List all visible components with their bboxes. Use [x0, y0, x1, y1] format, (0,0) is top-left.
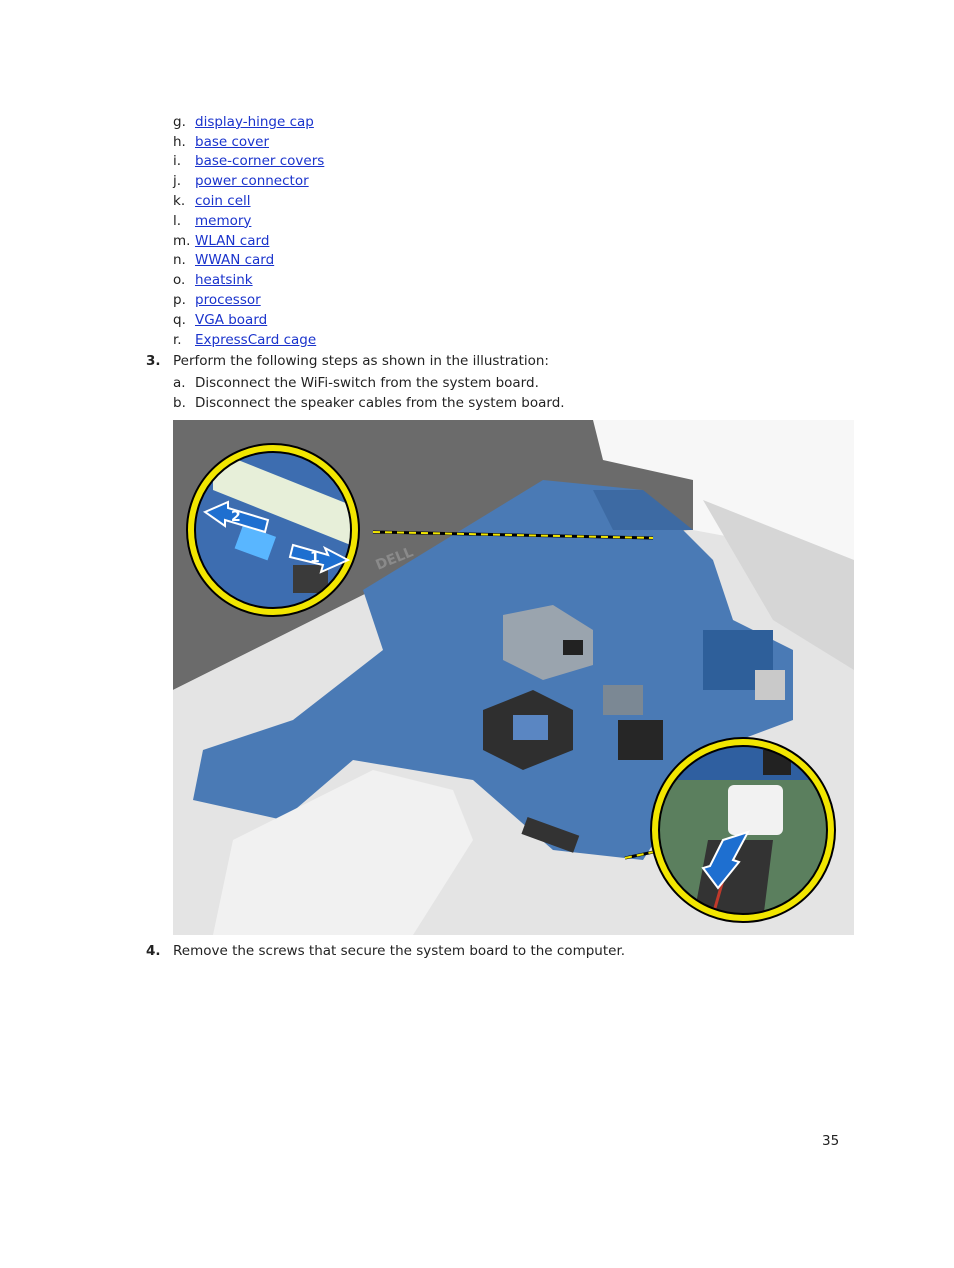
arrow-down — [701, 830, 751, 890]
list-letter: i. — [173, 153, 182, 170]
substep-a: a. Disconnect the WiFi-switch from the s… — [173, 375, 539, 391]
page-number: 35 — [822, 1133, 840, 1149]
link-processor[interactable]: processor — [195, 292, 261, 309]
link-wwan-card[interactable]: WWAN card — [195, 252, 275, 269]
leader-line-left-dash — [372, 531, 654, 539]
list-item: k. coin cell — [173, 191, 773, 211]
heatsink-plate — [503, 605, 593, 680]
expresscard-slot — [755, 670, 785, 700]
list-letter: r. — [173, 331, 182, 348]
palmrest — [213, 770, 473, 935]
link-base-cover[interactable]: base cover — [195, 133, 269, 150]
step-number: 4. — [146, 943, 161, 959]
chip — [563, 640, 583, 655]
link-coin-cell[interactable]: coin cell — [195, 193, 251, 210]
cable-tab — [234, 524, 277, 561]
link-display-hinge-cap[interactable]: display-hinge cap — [195, 113, 314, 130]
step-text: Perform the following steps as shown in … — [173, 353, 549, 369]
system-board — [193, 480, 793, 860]
list-letter: p. — [173, 292, 186, 309]
list-letter: q. — [173, 311, 186, 328]
callout-right — [650, 737, 836, 923]
substep-letter: a. — [173, 375, 186, 391]
list-letter: j. — [173, 173, 182, 190]
callout-left: 2 1 — [186, 443, 360, 617]
list-item: p. processor — [173, 290, 773, 310]
list-letter: g. — [173, 113, 186, 130]
step-number: 3. — [146, 353, 161, 369]
memory-slot — [521, 816, 580, 853]
list-item: j. power connector — [173, 171, 773, 191]
connector-housing — [728, 785, 783, 835]
arrow-2-label: 2 — [231, 509, 241, 525]
shield — [603, 685, 643, 715]
list-item: g. display-hinge cap — [173, 112, 773, 132]
arrow-2 — [202, 500, 270, 534]
list-letter: o. — [173, 272, 186, 289]
leader-line-right-dash — [624, 849, 664, 859]
chassis-corner — [703, 500, 854, 670]
io-board — [593, 490, 693, 530]
link-wlan-card[interactable]: WLAN card — [195, 232, 270, 249]
chip — [618, 720, 663, 760]
list-item: i. base-corner covers — [173, 152, 773, 172]
ribbon-cable — [213, 450, 355, 550]
substep-text: Disconnect the WiFi-switch from the syst… — [195, 375, 539, 391]
processor — [513, 715, 548, 740]
list-letter: n. — [173, 252, 186, 269]
list-letter: h. — [173, 133, 186, 150]
list-item: m.WLAN card — [173, 231, 773, 251]
system-board-illustration: DELL 2 1 — [173, 420, 854, 935]
link-vga-board[interactable]: VGA board — [195, 311, 268, 328]
link-heatsink[interactable]: heatsink — [195, 272, 253, 289]
step-4: 4. Remove the screws that secure the sys… — [146, 943, 625, 959]
list-item: q. VGA board — [173, 310, 773, 330]
arrow-1 — [288, 543, 351, 574]
list-letter: l. — [173, 212, 182, 229]
list-letter: k. — [173, 193, 186, 210]
list-item: n. WWAN card — [173, 251, 773, 271]
list-item: l. memory — [173, 211, 773, 231]
list-item: h. base cover — [173, 132, 773, 152]
link-expresscard-cage[interactable]: ExpressCard cage — [195, 331, 317, 348]
link-power-connector[interactable]: power connector — [195, 173, 309, 190]
list-item: r. ExpressCard cage — [173, 330, 773, 350]
step-3: 3. Perform the following steps as shown … — [146, 353, 549, 369]
step-text: Remove the screws that secure the system… — [173, 943, 626, 959]
arrow-1-label: 1 — [310, 550, 320, 566]
substep-letter: b. — [173, 395, 186, 411]
list-item: o. heatsink — [173, 270, 773, 290]
link-base-corner-covers[interactable]: base-corner covers — [195, 153, 325, 170]
list-letter: m. — [173, 232, 191, 249]
link-memory[interactable]: memory — [195, 212, 252, 229]
prerequisite-list: g. display-hinge cap h. base cover i. base-… — [173, 112, 773, 350]
substep-b: b. Disconnect the speaker cables from th… — [173, 395, 565, 411]
substep-text: Disconnect the speaker cables from the s… — [195, 395, 565, 411]
